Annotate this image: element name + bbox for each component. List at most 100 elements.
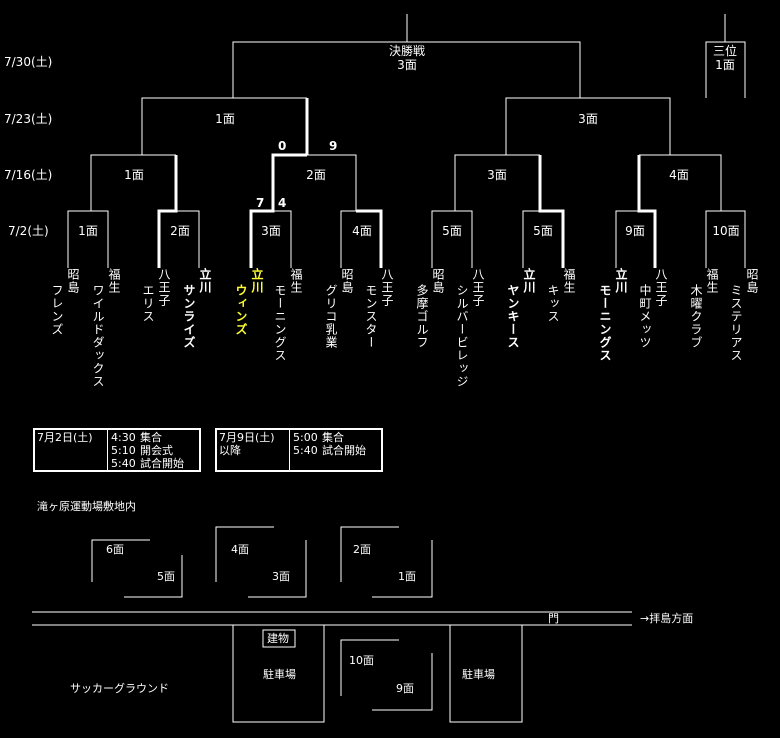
map-soccer-ground: サッカーグラウンド	[70, 682, 169, 695]
schedule-2-time-1: 5:00	[293, 431, 318, 444]
parking-2-outline	[449, 625, 523, 723]
team-12-area: 福生	[562, 268, 576, 294]
team-12-name: キッス	[546, 284, 560, 323]
schedule-box-first-day: 7月2日(土) 4:30 集合 5:10 開会式 5:40 試合開始	[33, 428, 201, 472]
match-7-left	[615, 210, 639, 268]
team-13-area: 立川	[614, 268, 628, 294]
match-6-field: 5面	[533, 224, 553, 238]
quarter-2-right	[307, 154, 357, 211]
team-10-area: 八王子	[471, 268, 485, 307]
third-bracket	[705, 41, 746, 98]
field-6-corner	[91, 539, 150, 582]
team-5-area: 立川	[250, 268, 264, 294]
schedule-2-time-2: 5:40	[293, 444, 318, 457]
map-field-2: 2面	[353, 543, 371, 556]
team-16-area: 昭島	[745, 268, 759, 294]
score-m3-left: 7	[256, 196, 265, 210]
quarter-3-bracket	[454, 154, 540, 211]
team-9-name: 多摩ゴルフ	[415, 284, 429, 349]
team-10-name: シルバービレッジ	[455, 284, 469, 388]
map-building: 建物	[267, 632, 289, 645]
team-8-area: 八王子	[380, 268, 394, 307]
team-2-area: 福生	[107, 268, 121, 294]
schedule-2-date: 7月9日(土)	[219, 431, 275, 444]
match-3-field: 3面	[261, 224, 281, 238]
final-bracket	[232, 41, 581, 98]
field-3-corner	[248, 540, 307, 598]
schedule-1-time-1: 4:30	[111, 431, 136, 444]
field-2-corner	[340, 526, 399, 582]
winner-path-kiss	[538, 155, 565, 268]
schedule-1-event-2: 開会式	[140, 444, 173, 457]
schedule-1-time-2: 5:10	[111, 444, 136, 457]
third-title: 三位	[712, 44, 738, 58]
team-3-area: 八王子	[157, 268, 171, 307]
score-q2-left: 0	[278, 139, 287, 153]
score-m3-right: 4	[278, 196, 287, 210]
map-field-10: 10面	[349, 654, 374, 667]
team-3-name: エリス	[141, 284, 155, 323]
map-field-6: 6面	[106, 543, 124, 556]
schedule-2-date-suffix: 以降	[219, 444, 241, 457]
team-16-name: ミステリアス	[729, 284, 743, 362]
map-gate: 門	[548, 612, 559, 625]
team-15-name: 木曜クラブ	[689, 284, 703, 349]
team-2-name: ワイルドダックス	[91, 284, 105, 388]
winner-path-monster	[356, 209, 383, 268]
final-field: 3面	[397, 58, 417, 72]
team-1-area: 昭島	[66, 268, 80, 294]
map-field-5: 5面	[157, 570, 175, 583]
map-title: 滝ヶ原運動場敷地内	[37, 500, 136, 513]
map-field-1: 1面	[398, 570, 416, 583]
schedule-2-event-1: 集合	[322, 431, 344, 444]
schedule-1-date: 7月2日(土)	[37, 431, 93, 444]
final-title: 決勝戦	[388, 44, 426, 58]
match-2-field: 2面	[170, 224, 190, 238]
match-5-bracket	[431, 210, 473, 268]
team-14-name: 中町メッツ	[638, 284, 652, 349]
team-4-name: サンライズ	[182, 284, 196, 349]
match-1-bracket	[67, 210, 109, 268]
map-parking-2: 駐車場	[462, 668, 495, 681]
field-1-corner	[372, 540, 433, 598]
team-1-name: フレンズ	[50, 284, 64, 336]
field-5-corner	[124, 555, 183, 598]
quarter-3-field: 3面	[487, 168, 507, 182]
team-13-name: モーニングス	[598, 284, 612, 362]
winner-path-winds	[249, 153, 307, 268]
winner-path-mets	[637, 155, 657, 268]
map-field-9: 9面	[396, 682, 414, 695]
schedule-1-event-1: 集合	[140, 431, 162, 444]
quarter-4-bracket	[639, 154, 722, 211]
team-9-area: 昭島	[431, 268, 445, 294]
map-field-3: 3面	[272, 570, 290, 583]
team-7-name: グリコ乳業	[324, 284, 338, 349]
team-7-area: 昭島	[340, 268, 354, 294]
parking-1-outline	[232, 625, 325, 723]
field-10-corner	[340, 639, 399, 696]
match-1-field: 1面	[78, 224, 98, 238]
date-final: 7/30(土)	[4, 55, 53, 69]
quarter-4-field: 4面	[669, 168, 689, 182]
date-first: 7/2(土)	[8, 224, 49, 238]
match-5-field: 5面	[442, 224, 462, 238]
match-3-right	[273, 210, 292, 268]
team-4-area: 立川	[198, 268, 212, 294]
match-2-right	[176, 210, 200, 268]
quarter-2-field: 2面	[306, 168, 326, 182]
match-6-left	[522, 210, 540, 268]
team-11-name: ヤンキース	[506, 284, 520, 349]
map-direction: →拝島方面	[640, 612, 694, 625]
team-15-area: 福生	[705, 268, 719, 294]
team-6-area: 福生	[289, 268, 303, 294]
schedule-1-time-3: 5:40	[111, 457, 136, 470]
match-4-field: 4面	[352, 224, 372, 238]
match-8-field: 10面	[712, 224, 740, 238]
team-5-name: ウィンズ	[234, 284, 248, 336]
building-box	[262, 629, 296, 648]
score-q2-right: 9	[329, 139, 338, 153]
semi-left-bracket	[141, 97, 307, 155]
quarter-1-bracket	[90, 154, 176, 211]
